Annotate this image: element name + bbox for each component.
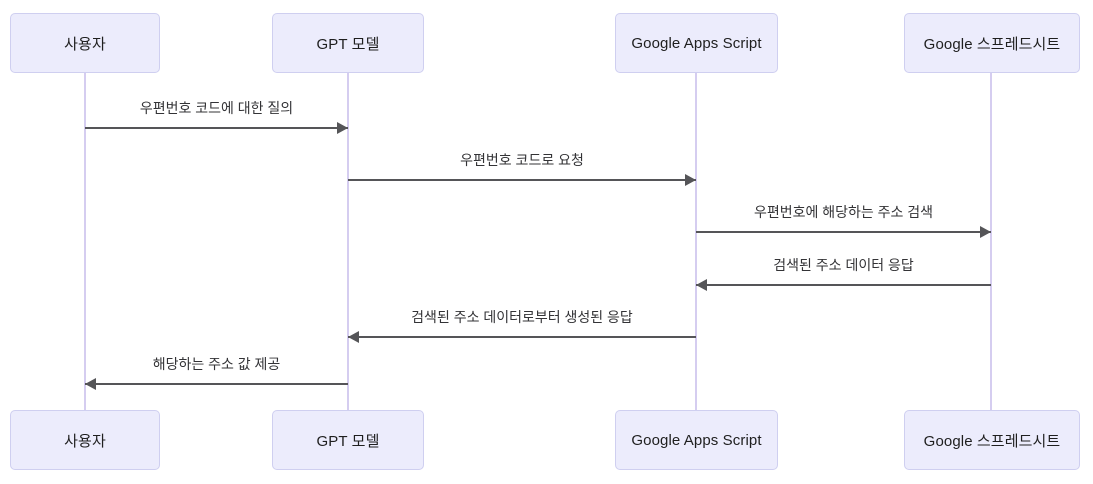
message-line-6	[85, 383, 348, 385]
lifeline-gpt	[347, 73, 349, 410]
message-line-5	[348, 336, 696, 338]
actor-box-top-spreadsheet[interactable]: Google 스프레드시트	[904, 13, 1080, 73]
lifeline-spreadsheet	[990, 73, 992, 410]
lifeline-apps_script	[695, 73, 697, 410]
message-line-1	[85, 127, 348, 129]
message-arrowhead-3	[980, 226, 991, 238]
message-label-1: 우편번호 코드에 대한 질의	[139, 100, 294, 116]
lifeline-user	[84, 73, 86, 410]
actor-box-bottom-apps_script[interactable]: Google Apps Script	[615, 410, 778, 470]
message-arrowhead-5	[348, 331, 359, 343]
message-line-4	[696, 284, 991, 286]
actor-box-bottom-gpt[interactable]: GPT 모델	[272, 410, 424, 470]
actor-box-top-gpt[interactable]: GPT 모델	[272, 13, 424, 73]
actor-box-bottom-user[interactable]: 사용자	[10, 410, 160, 470]
actor-box-top-apps_script[interactable]: Google Apps Script	[615, 13, 778, 73]
message-line-3	[696, 231, 991, 233]
message-arrowhead-2	[685, 174, 696, 186]
message-line-2	[348, 179, 696, 181]
message-label-6: 해당하는 주소 값 제공	[152, 356, 281, 372]
actor-box-bottom-spreadsheet[interactable]: Google 스프레드시트	[904, 410, 1080, 470]
message-label-3: 우편번호에 해당하는 주소 검색	[753, 204, 934, 220]
message-arrowhead-6	[85, 378, 96, 390]
message-arrowhead-1	[337, 122, 348, 134]
message-label-4: 검색된 주소 데이터 응답	[773, 257, 914, 273]
actor-box-top-user[interactable]: 사용자	[10, 13, 160, 73]
message-label-2: 우편번호 코드로 요청	[460, 152, 584, 168]
message-label-5: 검색된 주소 데이터로부터 생성된 응답	[411, 309, 633, 325]
message-arrowhead-4	[696, 279, 707, 291]
